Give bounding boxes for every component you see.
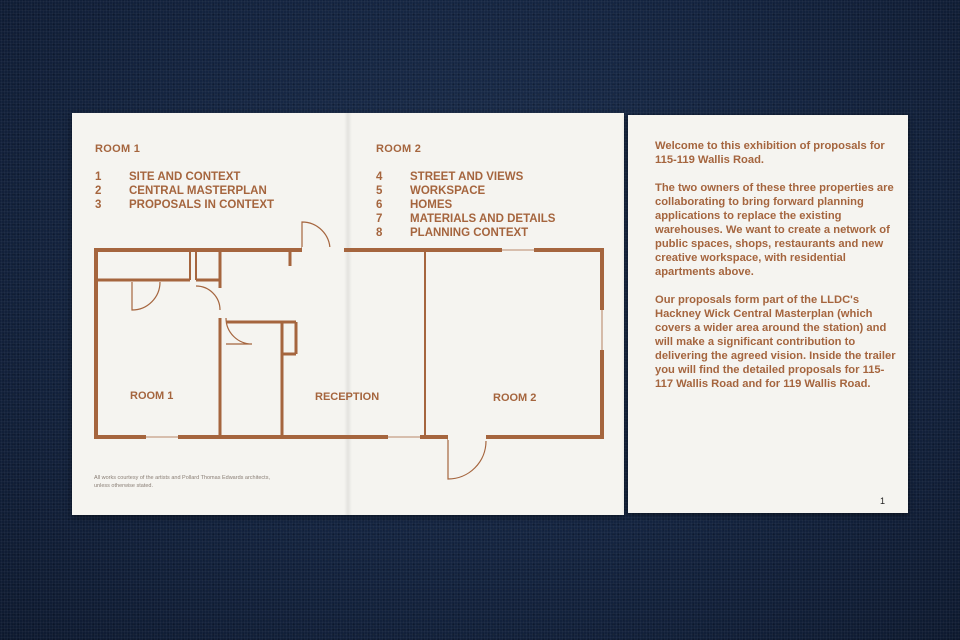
door-swing	[225, 317, 253, 345]
toc-item-label: CENTRAL MASTERPLAN	[129, 185, 267, 197]
toc-item-number: 3	[95, 199, 102, 211]
toc-item-label: STREET AND VIEWS	[410, 171, 524, 183]
plan-label-reception: RECEPTION	[315, 391, 380, 403]
toc-item-label: MATERIALS AND DETAILS	[410, 213, 556, 225]
toc-item-number: 7	[376, 213, 383, 225]
toc-item: 1 SITE AND CONTEXT	[95, 170, 274, 184]
room1-toc: 1 SITE AND CONTEXT 2 CENTRAL MASTERPLAN 3 P…	[95, 170, 274, 212]
plan-label-room2: ROOM 2	[493, 392, 537, 404]
toc-item: 7 MATERIALS AND DETAILS	[376, 212, 555, 226]
toc-item-label: WORKSPACE	[410, 185, 486, 197]
toc-item-number: 8	[376, 227, 383, 239]
room2-heading: ROOM 2	[376, 143, 422, 155]
toc-item: 3 PROPOSALS IN CONTEXT	[95, 198, 274, 212]
entrance-door	[301, 221, 331, 251]
door-swing	[131, 281, 161, 311]
room1-heading: ROOM 1	[95, 143, 141, 155]
page-number: 1	[880, 496, 886, 506]
exit-door	[447, 439, 487, 480]
spread-gutter	[344, 113, 352, 515]
toc-item: 2 CENTRAL MASTERPLAN	[95, 184, 274, 198]
toc-item-label: PLANNING CONTEXT	[410, 227, 529, 239]
credit-line: All works courtesy of the artists and Po…	[94, 475, 270, 481]
credit-line: unless otherwise stated.	[94, 483, 154, 489]
intro-paragraph: The two owners of these three properties…	[655, 182, 894, 278]
doorway	[302, 247, 344, 253]
toc-item: 5 WORKSPACE	[376, 184, 555, 198]
toc-item-label: PROPOSALS IN CONTEXT	[129, 199, 275, 211]
intro-paragraph: Our proposals form part of the LLDC's Ha…	[655, 294, 896, 390]
doorway	[448, 434, 486, 440]
intro-text: Welcome to this exhibition of proposals …	[655, 139, 900, 405]
toc-item-number: 6	[376, 199, 383, 211]
left-spread	[72, 113, 624, 515]
toc-item-number: 2	[95, 185, 102, 197]
toc-item-number: 1	[95, 171, 102, 183]
plan-label-room1: ROOM 1	[130, 390, 174, 402]
door-swing	[195, 285, 221, 311]
toc-item-label: SITE AND CONTEXT	[129, 171, 241, 183]
intro-paragraph: Welcome to this exhibition of proposals …	[655, 140, 885, 166]
outer-wall	[94, 248, 604, 439]
room2-toc: 4 STREET AND VIEWS 5 WORKSPACE 6 HOMES 7 MAT…	[376, 170, 555, 240]
right-page	[628, 115, 908, 513]
toc-item: 8 PLANNING CONTEXT	[376, 226, 555, 240]
toc-item-number: 4	[376, 171, 383, 183]
toc-item: 6 HOMES	[376, 198, 555, 212]
credit-note: All works courtesy of the artists and Po…	[94, 474, 294, 490]
toc-item: 4 STREET AND VIEWS	[376, 170, 555, 184]
toc-item-label: HOMES	[410, 199, 453, 211]
toc-item-number: 5	[376, 185, 383, 197]
